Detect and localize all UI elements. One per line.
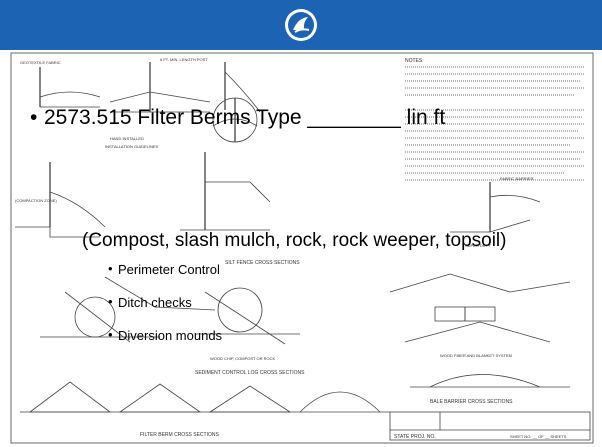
sub-bullet-label: Diversion mounds xyxy=(118,328,223,343)
svg-text:SUPER DUTY: SUPER DUTY xyxy=(465,243,491,248)
svg-text:STATE PROJ. NO.: STATE PROJ. NO. xyxy=(394,434,436,440)
sub-bullet-label: Ditch checks xyxy=(118,295,192,310)
notes-block: NOTES: xyxy=(405,58,585,181)
bullet-dot-icon: • xyxy=(108,327,113,342)
sub-bullet-perimeter: • Perimeter Control xyxy=(108,261,220,277)
bullet-dot-icon: • xyxy=(108,261,113,276)
svg-text:INSTALLATION GUIDELINES: INSTALLATION GUIDELINES xyxy=(105,144,159,149)
engineering-drawing: GEOTEXTILE FABRIC 6 FT. MIN. LENGTH POST… xyxy=(10,52,594,444)
svg-text:SHEET NO. __ OF __ SHEETS: SHEET NO. __ OF __ SHEETS xyxy=(510,434,567,439)
machine-sliced-detail: (COMPACTION ZONE) xyxy=(15,152,271,238)
svg-text:BALE BARRIER CROSS SECTIONS: BALE BARRIER CROSS SECTIONS xyxy=(430,399,513,405)
bullet-dot-icon: • xyxy=(30,106,38,129)
silt-fence-detail-right: FABRIC BARRIER SUPER DUTY xyxy=(450,176,541,248)
svg-text:NOTES:: NOTES: xyxy=(405,58,424,64)
bullet-dot-icon: • xyxy=(108,294,113,309)
silt-fence-detail-top: GEOTEXTILE FABRIC 6 FT. MIN. LENGTH POST xyxy=(20,57,261,113)
hand-installed-detail: HAND INSTALLED INSTALLATION GUIDELINES xyxy=(105,97,258,149)
bale-barrier-detail: WOOD FIBER AND BLANKET SYSTEM BALE BARRI… xyxy=(389,273,571,405)
svg-text:GEOTEXTILE FABRIC: GEOTEXTILE FABRIC xyxy=(20,60,61,65)
subtitle-text: (Compost, slash mulch, rock, rock weeper… xyxy=(82,230,507,251)
header-bar xyxy=(0,0,602,50)
sediment-control-log-detail: WOOD CHIP, COMPOST OR ROCK SEDIMENT CONT… xyxy=(40,276,305,376)
main-bullet-text: 2573.515 Filter Berms Type ________ lin … xyxy=(44,106,446,129)
filter-berm-row: FILTER BERM CROSS SECTIONS xyxy=(20,381,390,438)
svg-text:SEDIMENT CONTROL LOG CROSS SEC: SEDIMENT CONTROL LOG CROSS SECTIONS xyxy=(195,370,305,376)
silt-fence-section-title: SILT FENCE CROSS SECTIONS xyxy=(225,260,300,266)
mndot-logo-icon xyxy=(285,9,317,41)
svg-text:FABRIC BARRIER: FABRIC BARRIER xyxy=(500,176,533,181)
svg-text:(COMPACTION ZONE): (COMPACTION ZONE) xyxy=(15,198,57,203)
main-bullet: • 2573.515 Filter Berms Type ________ li… xyxy=(30,106,446,130)
sub-bullet-ditch: • Ditch checks xyxy=(108,294,192,310)
sub-bullet-label: Perimeter Control xyxy=(118,262,220,277)
svg-text:6 FT. MIN. LENGTH POST: 6 FT. MIN. LENGTH POST xyxy=(160,57,208,62)
svg-text:WOOD FIBER AND BLANKET SYSTEM: WOOD FIBER AND BLANKET SYSTEM xyxy=(440,353,512,358)
svg-text:FILTER BERM CROSS SECTIONS: FILTER BERM CROSS SECTIONS xyxy=(140,432,219,438)
title-block: STATE PROJ. NO. SHEET NO. __ OF __ SHEET… xyxy=(389,411,591,441)
svg-text:HAND INSTALLED: HAND INSTALLED xyxy=(110,136,144,141)
sub-bullet-diversion: • Diversion mounds xyxy=(108,327,223,343)
svg-text:WOOD CHIP, COMPOST OR ROCK: WOOD CHIP, COMPOST OR ROCK xyxy=(210,356,276,361)
